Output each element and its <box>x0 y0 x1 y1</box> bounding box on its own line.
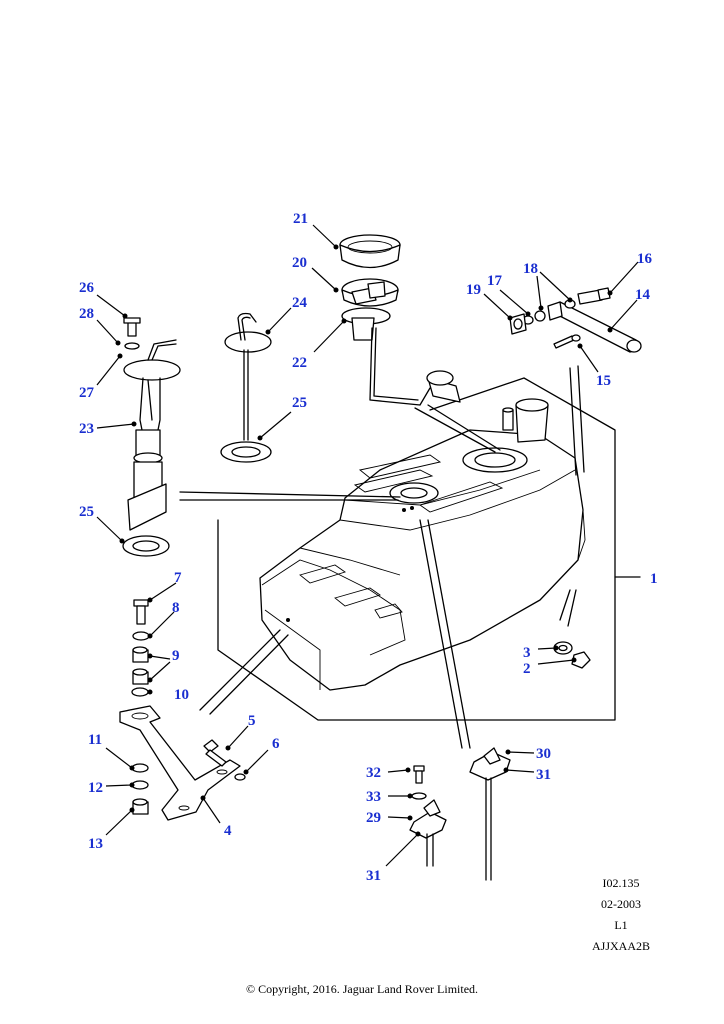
sender-tube-30-31 <box>469 747 511 881</box>
label-18: 18 <box>523 261 538 277</box>
illustration-id: AJJXAA2B <box>591 939 650 953</box>
label-7: 7 <box>174 570 182 586</box>
label-23: 23 <box>79 421 94 437</box>
tank-outline-frame <box>217 377 641 721</box>
label-24: 24 <box>292 295 308 311</box>
sender-locking-ring <box>339 234 401 269</box>
label-3: 3 <box>523 645 531 661</box>
label-13: 13 <box>88 836 103 852</box>
callout-leaders <box>96 224 639 867</box>
label-4: 4 <box>224 823 232 839</box>
fuel-tank <box>259 398 586 691</box>
label-28: 28 <box>79 306 94 322</box>
label-31-lower: 31 <box>366 868 381 884</box>
label-31-upper: 31 <box>536 767 551 783</box>
label-17: 17 <box>487 273 503 289</box>
copyright-notice: © Copyright, 2016. Jaguar Land Rover Lim… <box>245 982 479 996</box>
label-32: 32 <box>366 765 381 781</box>
label-33: 33 <box>366 789 381 805</box>
label-25-sender: 25 <box>292 395 307 411</box>
label-15: 15 <box>596 373 611 389</box>
illustration-code: I02.135 <box>602 876 640 890</box>
sender-tube-29-31 <box>409 799 447 867</box>
label-26: 26 <box>79 280 95 296</box>
label-9: 9 <box>172 648 180 664</box>
label-6: 6 <box>272 736 280 752</box>
tank-mounting-bracket <box>119 705 241 821</box>
label-19: 19 <box>466 282 481 298</box>
illustration-date: 02-2003 <box>601 897 641 911</box>
label-30: 30 <box>536 746 551 762</box>
label-11: 11 <box>88 732 102 748</box>
tank-strap-assembly <box>509 287 642 353</box>
label-25-pump: 25 <box>79 504 94 520</box>
guide-lines <box>179 365 585 749</box>
drain-plug <box>553 641 591 669</box>
label-29: 29 <box>366 810 381 826</box>
label-1: 1 <box>650 571 658 587</box>
label-20: 20 <box>292 255 307 271</box>
label-16: 16 <box>637 251 653 267</box>
label-8: 8 <box>172 600 180 616</box>
label-2: 2 <box>523 661 531 677</box>
fuel-pump-assembly <box>122 317 181 557</box>
label-10: 10 <box>174 687 189 703</box>
label-12: 12 <box>88 780 103 796</box>
fuel-gauge-sender <box>341 278 461 406</box>
label-14: 14 <box>635 287 651 303</box>
bracket-bolt-and-nut <box>203 739 246 781</box>
illustration-level: L1 <box>614 918 628 932</box>
bracket-fixings-left <box>131 763 149 815</box>
breather-pipe-assembly <box>220 312 272 463</box>
label-21: 21 <box>293 211 308 227</box>
label-5: 5 <box>248 713 256 729</box>
bracket-bolts-stack <box>131 599 150 697</box>
tube-screw-and-washer <box>411 765 427 800</box>
part-labels: 21 20 22 24 25 26 28 27 23 25 7 8 9 10 1… <box>79 211 658 884</box>
label-22: 22 <box>292 355 307 371</box>
label-27: 27 <box>79 385 95 401</box>
